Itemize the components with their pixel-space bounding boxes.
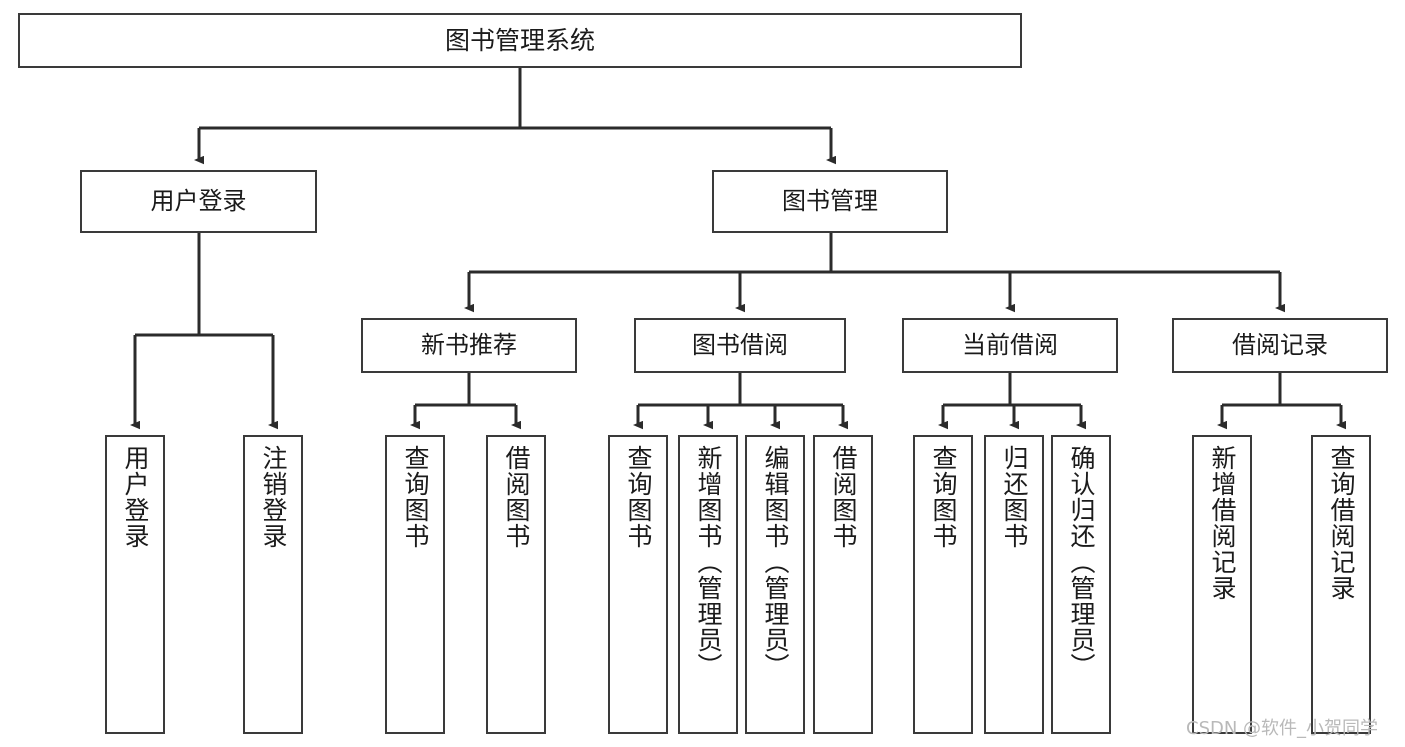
node-leaf-add-book-admin[interactable]: 新增图书（管理员）: [678, 435, 738, 734]
node-borrow-record[interactable]: 借阅记录: [1172, 318, 1388, 373]
node-leaf-query-book-1[interactable]: 查询图书: [385, 435, 445, 734]
node-leaf-borrow-book-1[interactable]: 借阅图书: [486, 435, 546, 734]
node-new-book-recommend[interactable]: 新书推荐: [361, 318, 577, 373]
node-book-manage[interactable]: 图书管理: [712, 170, 948, 233]
node-leaf-label: 新增借阅记录: [1208, 445, 1237, 601]
node-leaf-edit-book-admin[interactable]: 编辑图书（管理员）: [745, 435, 805, 734]
csdn-watermark: CSDN @软件_小贺同学: [1186, 718, 1379, 739]
node-book-management-system[interactable]: 图书管理系统: [18, 13, 1022, 68]
node-leaf-label: 注销登录: [259, 445, 288, 549]
node-leaf-label: 归还图书: [1000, 445, 1029, 549]
node-current-borrow[interactable]: 当前借阅: [902, 318, 1118, 373]
node-leaf-label: 查询图书: [624, 445, 653, 549]
node-leaf-label: 用户登录: [121, 445, 150, 549]
node-user-login-label: 用户登录: [150, 187, 247, 216]
node-leaf-add-borrow-record[interactable]: 新增借阅记录: [1192, 435, 1252, 734]
node-leaf-label: 查询图书: [401, 445, 430, 549]
node-leaf-logout-login[interactable]: 注销登录: [243, 435, 303, 734]
node-leaf-label: 确认归还（管理员）: [1067, 445, 1096, 679]
node-user-login[interactable]: 用户登录: [80, 170, 317, 233]
node-leaf-return-book[interactable]: 归还图书: [984, 435, 1044, 734]
node-leaf-label: 查询图书: [929, 445, 958, 549]
node-leaf-label: 编辑图书（管理员）: [761, 445, 790, 679]
node-current-borrow-label: 当前借阅: [962, 331, 1058, 360]
node-root-label: 图书管理系统: [444, 25, 595, 55]
node-borrow-record-label: 借阅记录: [1232, 331, 1328, 360]
node-leaf-label: 借阅图书: [829, 445, 858, 549]
node-leaf-label: 新增图书（管理员）: [694, 445, 723, 679]
node-leaf-user-login[interactable]: 用户登录: [105, 435, 165, 734]
node-leaf-confirm-return-admin[interactable]: 确认归还（管理员）: [1051, 435, 1111, 734]
node-new-book-recommend-label: 新书推荐: [421, 331, 517, 360]
node-leaf-query-book-3[interactable]: 查询图书: [913, 435, 973, 734]
node-leaf-label: 查询借阅记录: [1327, 445, 1356, 601]
node-book-borrow[interactable]: 图书借阅: [634, 318, 846, 373]
node-leaf-label: 借阅图书: [502, 445, 531, 549]
node-leaf-query-borrow-record[interactable]: 查询借阅记录: [1311, 435, 1371, 734]
node-book-borrow-label: 图书借阅: [692, 331, 788, 360]
node-leaf-borrow-book-2[interactable]: 借阅图书: [813, 435, 873, 734]
node-book-manage-label: 图书管理: [782, 187, 878, 216]
node-leaf-query-book-2[interactable]: 查询图书: [608, 435, 668, 734]
